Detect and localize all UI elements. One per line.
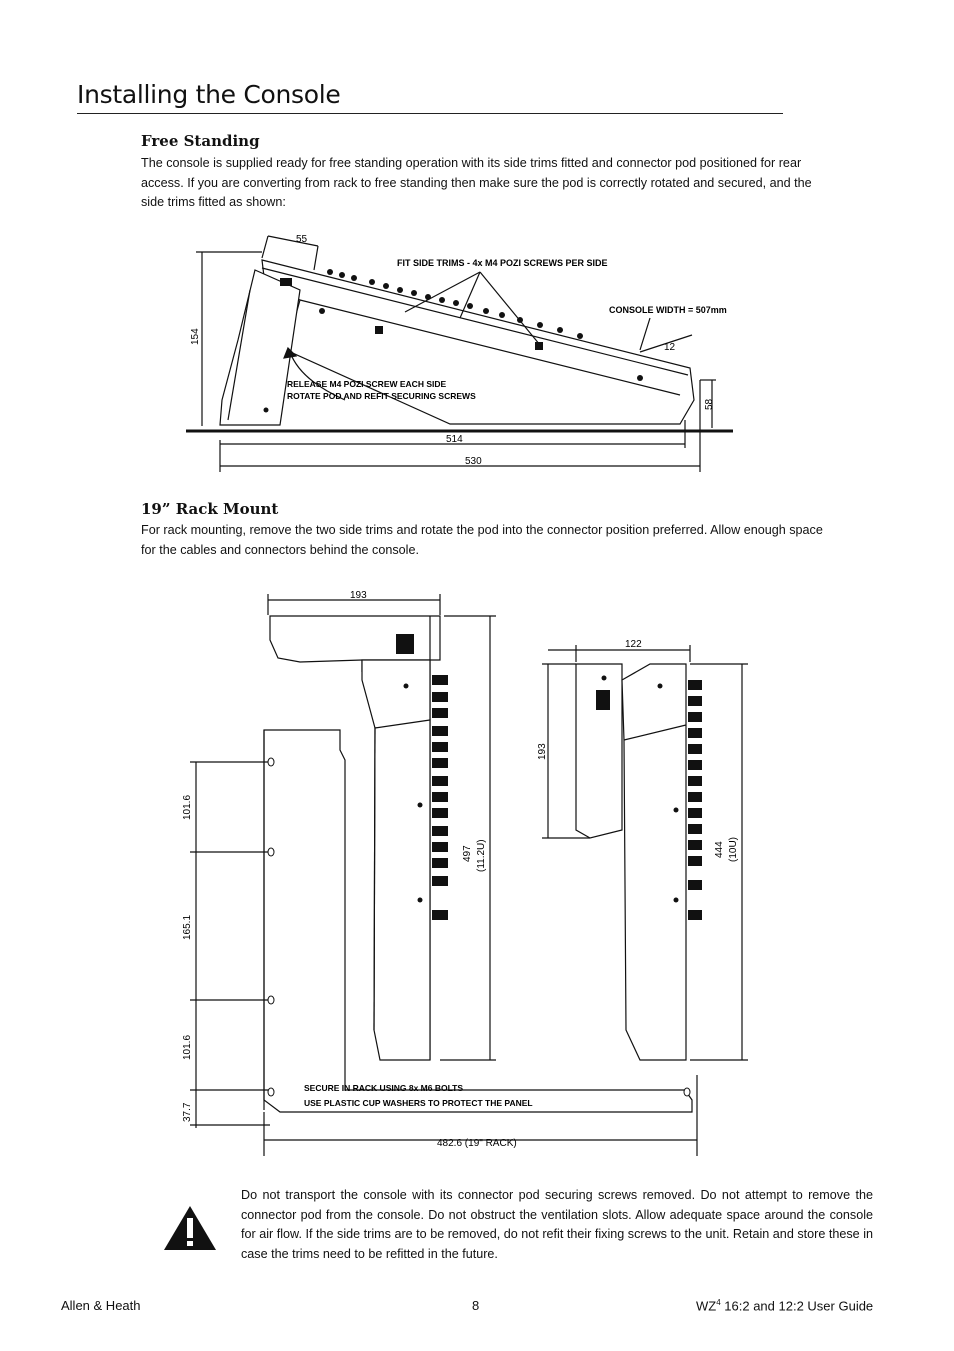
rack-mount-text: For rack mounting, remove the two side t… [141, 523, 823, 557]
rack-dim-497: 497 [462, 845, 473, 862]
warning-triangle-icon [164, 1206, 216, 1250]
rack-dim-b: 165.1 [182, 915, 193, 940]
rack-mount-diagram: 193 122 193 497 (11.2U) 444 (10U) 101.6 … [182, 590, 748, 1156]
footer-right: WZ4 16:2 and 12:2 User Guide [696, 1298, 873, 1313]
width-label: CONSOLE WIDTH = 507mm [609, 305, 727, 315]
release-label-1: RELEASE M4 POZI SCREW EACH SIDE [287, 379, 446, 389]
rack-dim-c: 101.6 [182, 1035, 193, 1060]
dim-right-label: 12 [664, 342, 676, 353]
footer-right-suffix: 16:2 and 12:2 User Guide [720, 1298, 874, 1314]
page-title: Installing the Console [77, 78, 783, 114]
rack-bolts-label: SECURE IN RACK USING 8x M6 BOLTS [304, 1083, 463, 1093]
free-standing-text: The console is supplied ready for free s… [141, 156, 812, 209]
dim-base-label: 514 [446, 434, 463, 445]
footer-left: Allen & Heath [61, 1298, 141, 1313]
dim-rear-label: 58 [704, 398, 715, 410]
footer-right-sup: 4 [716, 1298, 721, 1307]
warning-text: Do not transport the console with its co… [241, 1188, 873, 1261]
rack-dim-rack: 482.6 (19" RACK) [437, 1138, 517, 1149]
dim-overall-label: 530 [465, 456, 482, 467]
release-label-2: ROTATE POD AND REFIT SECURING SCREWS [287, 391, 476, 401]
rack-dim-depth-1: 193 [350, 590, 367, 601]
rack-dim-height-2: 193 [537, 743, 548, 760]
rack-mount-heading: 19” Rack Mount [141, 500, 279, 518]
rack-dim-depth-2: 122 [625, 639, 642, 650]
trims-label: FIT SIDE TRIMS - 4x M4 POZI SCREWS PER S… [397, 258, 608, 268]
dim-top-label: 55 [296, 234, 308, 245]
rack-dim-d: 37.7 [182, 1102, 193, 1122]
dim-height-label: 154 [190, 328, 201, 345]
footer-right-prefix: WZ [696, 1298, 717, 1314]
free-standing-heading: Free Standing [141, 132, 260, 150]
free-standing-diagram: 55 154 12 58 514 530 FIT SIDE TRIMS - 4x… [186, 234, 733, 472]
rack-dim-444-u: (10U) [728, 837, 739, 862]
rack-washers-label: USE PLASTIC CUP WASHERS TO PROTECT THE P… [304, 1098, 533, 1108]
rack-dim-497-u: (11.2U) [476, 839, 487, 872]
footer-page-number: 8 [472, 1298, 480, 1313]
rack-dim-444: 444 [714, 841, 725, 858]
rack-dim-a: 101.6 [182, 795, 193, 820]
